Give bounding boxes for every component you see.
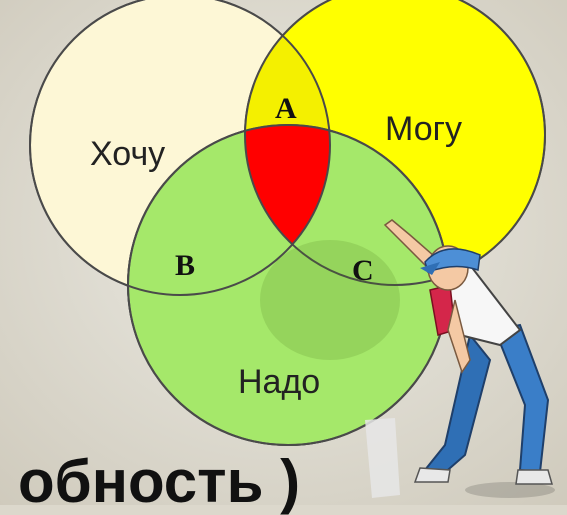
label-region-b: B [175, 249, 195, 282]
label-region-a: A [275, 92, 297, 125]
label-want: Хочу [90, 135, 165, 173]
label-need: Надо [238, 363, 320, 401]
boy-illustration [383, 219, 555, 498]
outline-want [29, 0, 331, 296]
bottom-caption-fragment: обность ) [18, 448, 301, 515]
label-region-c: C [352, 254, 374, 287]
shadow [260, 240, 400, 360]
label-can: Могу [385, 110, 462, 148]
outline-can [244, 0, 546, 286]
paper-sheet [365, 418, 400, 498]
